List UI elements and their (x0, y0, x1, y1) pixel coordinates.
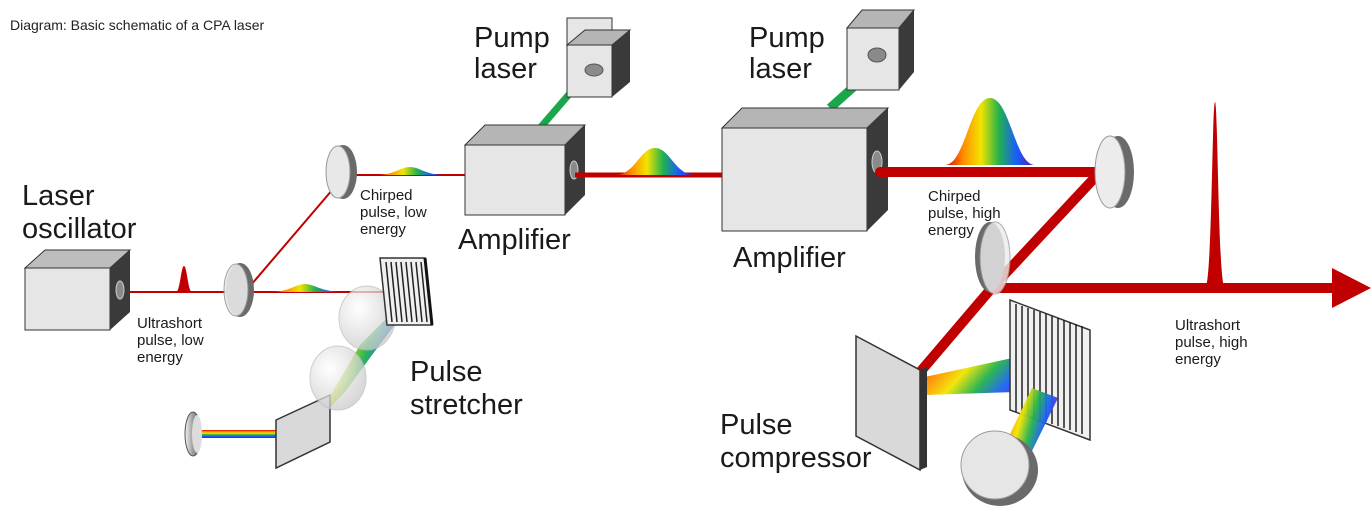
svg-text:Ultrashort: Ultrashort (137, 315, 203, 332)
amplifier-1-box (463, 124, 587, 216)
pump-laser-2-box (827, 9, 916, 112)
svg-text:laser: laser (749, 53, 812, 85)
svg-text:Chirped: Chirped (360, 187, 413, 204)
label-pulse-compressor: Pulse compressor (720, 409, 872, 474)
label-pump-laser-1: Pump laser (474, 22, 550, 85)
diagram-caption: Diagram: Basic schematic of a CPA laser (10, 17, 265, 33)
chirped-low-pulse-2 (375, 167, 445, 175)
mirror-2 (325, 145, 357, 199)
pulse-stretcher (184, 257, 434, 470)
output-arrow-head (1332, 268, 1371, 308)
svg-text:Pump: Pump (749, 22, 825, 54)
label-chirped-high: Chirped pulse, high energy (928, 188, 1001, 239)
svg-text:Laser: Laser (22, 180, 95, 212)
svg-text:pulse, low: pulse, low (360, 204, 427, 221)
mirror-4 (975, 221, 1011, 295)
svg-text:pulse, high: pulse, high (1175, 334, 1248, 351)
label-ultrashort-high: Ultrashort pulse, high energy (1175, 317, 1248, 368)
svg-text:Pump: Pump (474, 22, 550, 54)
svg-text:compressor: compressor (720, 442, 872, 474)
label-amplifier-2: Amplifier (733, 242, 846, 274)
svg-text:Ultrashort: Ultrashort (1175, 317, 1241, 334)
label-laser-oscillator: Laser oscillator (22, 180, 137, 245)
svg-text:Chirped: Chirped (928, 188, 981, 205)
chirped-mid-pulse (615, 148, 695, 175)
svg-text:Pulse: Pulse (720, 409, 793, 441)
svg-text:pulse, high: pulse, high (928, 205, 1001, 222)
svg-text:oscillator: oscillator (22, 213, 137, 245)
svg-text:stretcher: stretcher (410, 389, 523, 421)
svg-text:energy: energy (928, 222, 974, 239)
chirped-high-pulse (945, 98, 1035, 165)
pump-laser-1-box (537, 17, 632, 131)
svg-text:laser: laser (474, 53, 537, 85)
mirror-1 (223, 263, 254, 317)
svg-text:energy: energy (137, 349, 183, 366)
label-chirped-low: Chirped pulse, low energy (360, 187, 427, 238)
svg-text:energy: energy (1175, 351, 1221, 368)
chirped-low-pulse-1 (270, 284, 345, 292)
laser-oscillator-box (23, 249, 132, 331)
label-pump-laser-2: Pump laser (749, 22, 825, 85)
mirror-3 (1094, 135, 1134, 209)
svg-text:Pulse: Pulse (410, 356, 483, 388)
label-pulse-stretcher: Pulse stretcher (410, 356, 523, 421)
label-ultrashort-low: Ultrashort pulse, low energy (137, 315, 204, 366)
ultrashort-high-pulse (1205, 102, 1225, 288)
svg-text:pulse, low: pulse, low (137, 332, 204, 349)
svg-text:energy: energy (360, 221, 406, 238)
ultrashort-low-pulse (176, 266, 192, 292)
amplifier-2-box (720, 107, 890, 232)
high-energy-beam (875, 167, 1340, 383)
pulse-compressor (855, 298, 1091, 506)
label-amplifier-1: Amplifier (458, 224, 571, 256)
